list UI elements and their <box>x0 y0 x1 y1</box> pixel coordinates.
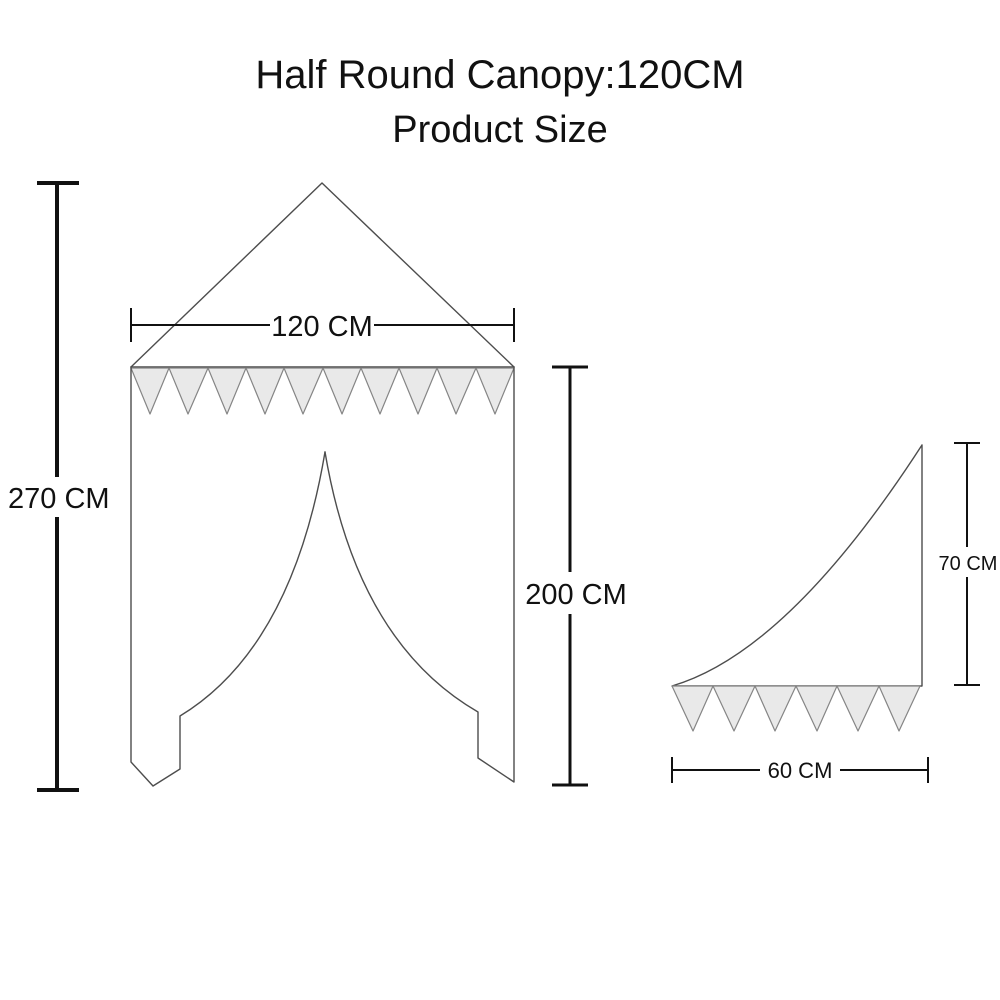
dimension-70: 70 CM <box>938 442 998 686</box>
bunting-triangle <box>130 367 170 415</box>
dimension-200: 200 CM <box>521 365 631 787</box>
dimension-120: 120 CM <box>130 304 515 344</box>
dimension-270: 270 CM <box>4 181 110 792</box>
dimension-270-label-bg <box>4 477 110 517</box>
dimension-200-label-bg <box>521 572 631 614</box>
left-curtain-outline <box>130 366 326 787</box>
bunting-triangle <box>283 367 324 415</box>
bunting-triangle <box>398 367 438 415</box>
dimension-70-label-bg <box>938 547 998 577</box>
right-curtain-outline <box>324 366 515 783</box>
page-title-line-2: Product Size <box>392 109 607 151</box>
canopy-roof-outline <box>130 182 515 368</box>
front-bunting <box>130 367 515 415</box>
bunting-triangle <box>712 685 756 732</box>
dimension-270-label: 270 CM <box>8 483 110 515</box>
bunting-triangle <box>245 367 285 415</box>
bunting-triangle <box>836 685 880 732</box>
dimension-120-label-bg <box>270 304 374 344</box>
dimension-120-label: 120 CM <box>271 311 373 343</box>
side-bunting <box>671 685 921 732</box>
bunting-triangle <box>671 685 714 732</box>
dimension-70-label: 70 CM <box>939 553 998 575</box>
bunting-triangle <box>475 367 515 415</box>
front-view <box>130 182 515 787</box>
dimension-200-label: 200 CM <box>525 579 627 611</box>
bunting-triangle <box>322 367 362 415</box>
bunting-triangle <box>795 685 838 732</box>
page-title-line-1: Half Round Canopy:120CM <box>255 53 744 97</box>
bunting-triangle <box>754 685 797 732</box>
dimension-60: 60 CM <box>671 754 929 786</box>
side-panel-outline <box>671 444 923 687</box>
dimension-60-label: 60 CM <box>768 758 833 783</box>
bunting-triangle <box>168 367 209 415</box>
side-view <box>671 444 923 732</box>
bunting-triangle <box>207 367 247 415</box>
bunting-triangle <box>878 685 921 732</box>
bunting-triangle <box>436 367 477 415</box>
bunting-triangle <box>360 367 400 415</box>
dimension-60-label-bg <box>760 754 840 786</box>
